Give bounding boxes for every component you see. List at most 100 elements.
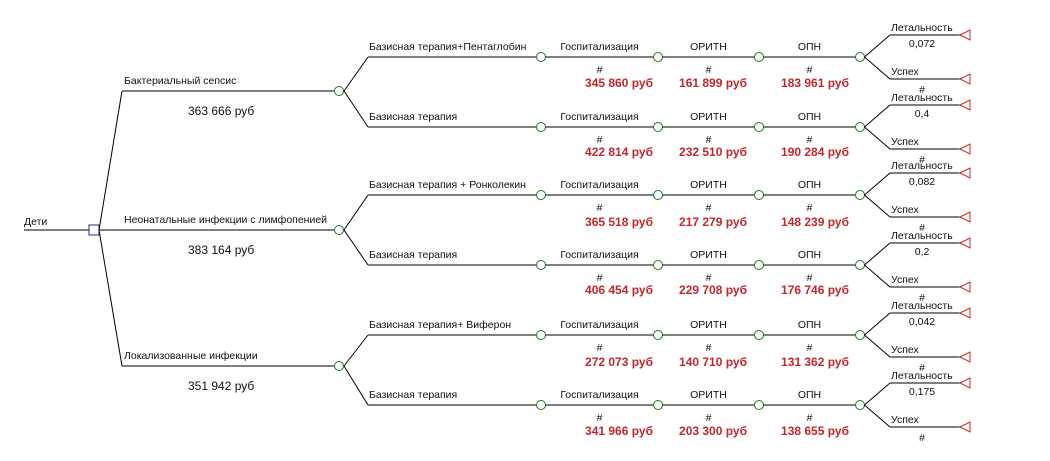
stage-hash: #	[807, 272, 813, 284]
stage-chance-node	[754, 260, 764, 270]
outcome-fan-line	[864, 172, 891, 196]
stage-cost: 140 710 руб	[679, 355, 747, 369]
terminal-node	[958, 237, 971, 249]
therapy-label: Базисная терапия	[369, 111, 457, 123]
terminal-node	[958, 167, 971, 179]
group-cost: 351 942 руб	[188, 379, 254, 393]
stage-chance-node	[754, 190, 764, 200]
terminal-node	[958, 99, 971, 111]
death-label: Летальность	[891, 22, 953, 34]
group-fan-line	[98, 90, 123, 231]
stage-cost: 203 300 руб	[679, 424, 747, 438]
group-label: Бактериальный сепсис	[124, 75, 236, 87]
stage-label: ОПН	[798, 179, 821, 191]
stage-chance-node	[653, 330, 663, 340]
terminal-node	[958, 377, 971, 389]
stage-chance-node	[855, 260, 865, 270]
stage-chance-node	[855, 400, 865, 410]
stage-cost: 345 860 руб	[585, 76, 653, 90]
stage-hash: #	[706, 272, 712, 284]
stage-cost: 138 655 руб	[781, 424, 849, 438]
stage-hash: #	[706, 64, 712, 76]
success-hash: #	[919, 292, 925, 304]
stage-cost: 148 239 руб	[781, 215, 849, 229]
stage-hash: #	[807, 202, 813, 214]
terminal-node	[958, 281, 971, 293]
stage-cost: 406 454 руб	[585, 283, 653, 297]
stage-hash: #	[706, 342, 712, 354]
death-label: Летальность	[891, 160, 953, 172]
stage-label: ОРИТН	[690, 179, 727, 191]
stage-cost: 422 814 руб	[585, 145, 653, 159]
stage-cost: 190 284 руб	[781, 145, 849, 159]
outcome-fan-line	[864, 56, 891, 80]
terminal-node	[958, 351, 971, 363]
therapy-label: Базисная терапия	[369, 389, 457, 401]
success-label: Успех	[891, 136, 920, 148]
outcome-fan-line	[864, 104, 891, 128]
stage-label: ОРИТН	[690, 319, 727, 331]
stage-chance-node	[653, 190, 663, 200]
stage-label: Госпитализация	[560, 249, 638, 261]
hospitalization-chance-node	[536, 122, 546, 132]
therapy-fan-line	[343, 365, 369, 406]
stage-chance-node	[855, 122, 865, 132]
stage-cost: 183 961 руб	[781, 76, 849, 90]
stage-hash: #	[597, 342, 603, 354]
terminal-node	[958, 29, 971, 41]
stage-hash: #	[706, 412, 712, 424]
terminal-node	[958, 143, 971, 155]
death-label: Летальность	[891, 92, 953, 104]
terminal-node	[958, 307, 971, 319]
stage-chance-node	[855, 330, 865, 340]
mortality-value: 0,082	[909, 176, 935, 188]
stage-chance-node	[653, 122, 663, 132]
stage-cost: 229 708 руб	[679, 283, 747, 297]
mortality-value: 0,042	[909, 316, 935, 328]
stage-hash: #	[807, 134, 813, 146]
success-label: Успех	[891, 414, 920, 426]
stage-label: ОРИТН	[690, 111, 727, 123]
therapy-label: Базисная терапия + Ронколекин	[369, 179, 526, 191]
hospitalization-chance-node	[536, 330, 546, 340]
mortality-value: 0,4	[915, 108, 930, 120]
success-hash: #	[919, 154, 925, 166]
stage-cost: 161 899 руб	[679, 76, 747, 90]
success-label: Успех	[891, 274, 920, 286]
hospitalization-chance-node	[536, 190, 546, 200]
outcome-fan-line	[864, 312, 891, 336]
stage-label: Госпитализация	[560, 179, 638, 191]
group-fan-line	[98, 229, 123, 367]
root-label: Дети	[24, 216, 47, 228]
stage-chance-node	[653, 400, 663, 410]
group-cost: 383 164 руб	[188, 243, 254, 257]
death-label: Летальность	[891, 370, 953, 382]
stage-label: Госпитализация	[560, 389, 638, 401]
group-chance-node	[334, 86, 344, 96]
success-hash: #	[919, 362, 925, 374]
group-chance-node	[334, 361, 344, 371]
stage-hash: #	[706, 202, 712, 214]
therapy-fan-line	[343, 90, 369, 128]
outcome-fan-line	[864, 194, 891, 218]
terminal-node	[958, 73, 971, 85]
terminal-node	[958, 211, 971, 223]
outcome-fan-line	[864, 126, 891, 150]
stage-chance-node	[754, 52, 764, 62]
therapy-fan-line	[343, 229, 369, 266]
stage-label: Госпитализация	[560, 41, 638, 53]
success-hash: #	[919, 432, 925, 444]
therapy-fan-line	[343, 56, 369, 92]
success-hash: #	[919, 84, 925, 96]
hospitalization-chance-node	[536, 52, 546, 62]
group-label: Локализованные инфекции	[124, 350, 258, 362]
stage-label: ОПН	[798, 319, 821, 331]
stage-hash: #	[807, 412, 813, 424]
stage-chance-node	[754, 122, 764, 132]
stage-chance-node	[754, 400, 764, 410]
therapy-label: Базисная терапия+ Виферон	[369, 319, 511, 331]
mortality-value: 0,072	[909, 38, 935, 50]
outcome-fan-line	[864, 382, 891, 406]
therapy-fan-line	[343, 334, 369, 367]
